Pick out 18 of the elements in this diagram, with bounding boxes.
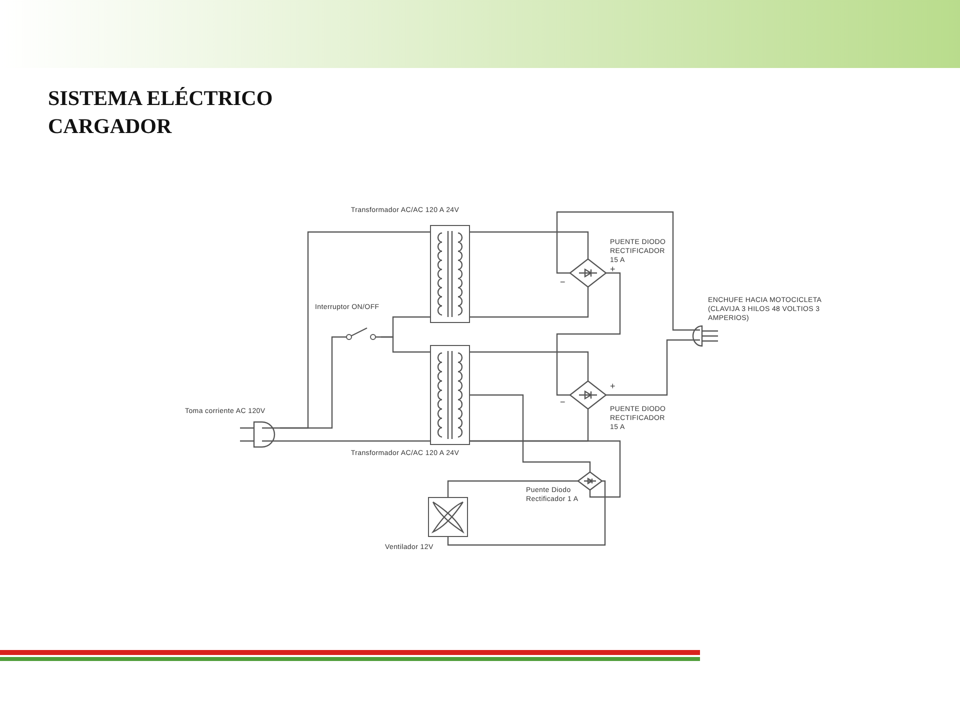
- wire: [381, 336, 430, 353]
- wire: [447, 480, 606, 546]
- wire: [556, 211, 688, 331]
- wire: [556, 272, 621, 396]
- wire: [470, 351, 589, 381]
- polarity-sign: −: [560, 398, 566, 407]
- wire: [470, 394, 591, 472]
- polarity-sign: +: [610, 265, 616, 274]
- slide-title: SISTEMA ELÉCTRICO CARGADOR: [48, 85, 274, 140]
- wire: [447, 480, 578, 497]
- polarity-sign: +: [610, 382, 616, 391]
- polarity-sign: −: [560, 278, 566, 287]
- wire: [470, 440, 621, 498]
- wire: [280, 336, 343, 429]
- wire: [280, 440, 430, 442]
- wire: [606, 339, 688, 396]
- wire: [470, 231, 589, 259]
- wire: [470, 287, 589, 318]
